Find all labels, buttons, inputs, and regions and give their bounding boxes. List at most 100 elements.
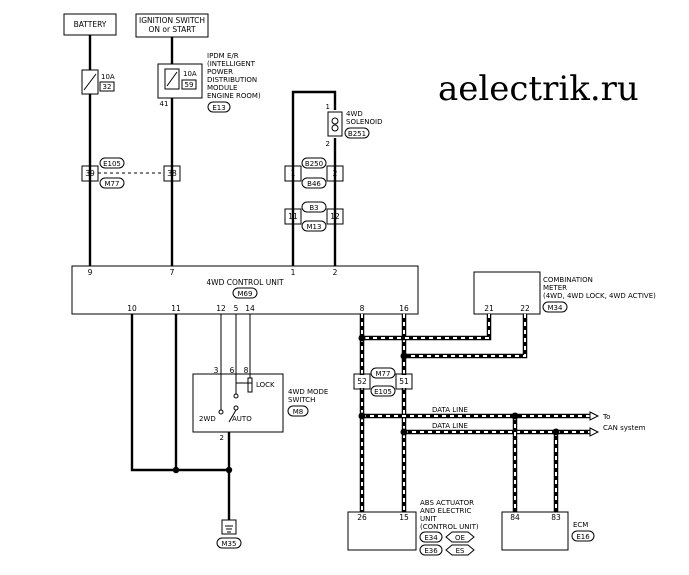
svg-text:(INTELLIGENT: (INTELLIGENT [207,60,256,68]
svg-text:E105: E105 [103,160,121,168]
connector-b3-m13: B3 11 12 M13 [284,201,344,232]
watermark: aelectrik.ru [438,69,639,109]
svg-text:MODULE: MODULE [207,84,237,92]
svg-text:3: 3 [214,366,219,375]
svg-text:11: 11 [288,212,298,221]
meter-code: M34 [548,304,563,312]
svg-text:ENGINE ROOM): ENGINE ROOM) [207,92,261,100]
ignition-switch-component: IGNITION SWITCH ON or START [135,13,209,38]
fuse-59-number: 59 [185,81,194,89]
battery-component: BATTERY [63,13,117,36]
connector-e105-m77: E105 39 38 M77 [81,157,181,189]
svg-text:10: 10 [127,304,137,313]
abs-arrow-oe: OE [455,534,465,542]
svg-text:(CONTROL UNIT): (CONTROL UNIT) [420,523,479,531]
svg-text:B46: B46 [307,180,321,188]
ignition-label-1: IGNITION SWITCH [139,16,205,25]
svg-text:1: 1 [291,268,296,277]
ipdm-pin-41: 41 [160,100,169,108]
switch-pin-2: 2 [220,434,224,442]
svg-text:39: 39 [85,169,95,178]
ecm-label: ECM [573,521,588,529]
svg-text:DISTRIBUTION: DISTRIBUTION [207,76,257,84]
ground-code: M35 [222,540,237,548]
connector-can-m77-e105: M77 52 51 E105 [353,367,413,397]
wire-solenoid-1 [291,90,337,266]
ipdm-code: E13 [212,104,225,112]
svg-text:26: 26 [357,513,367,522]
svg-text:B250: B250 [305,160,323,168]
fuse-59-rating: 10A [183,70,197,78]
can-data-lines [358,314,600,512]
svg-text:4WD: 4WD [346,110,363,118]
svg-text:ABS ACTUATOR: ABS ACTUATOR [420,499,474,507]
connector-b250-b46: B250 1 2 B46 [284,157,344,189]
solenoid-code: B251 [348,130,366,138]
svg-text:83: 83 [551,513,561,522]
svg-text:5: 5 [234,304,239,313]
svg-text:M77: M77 [105,180,120,188]
ipdm-label: IPDM E/R (INTELLIGENT POWER DISTRIBUTION… [207,52,261,113]
svg-text:(4WD, 4WD LOCK, 4WD ACTIVE): (4WD, 4WD LOCK, 4WD ACTIVE) [543,292,656,300]
switch-2wd-label: 2WD [199,415,216,423]
svg-text:12: 12 [216,304,226,313]
combination-meter: 21 22 COMBINATION METER (4WD, 4WD LOCK, … [473,271,656,315]
svg-text:9: 9 [88,268,93,277]
svg-text:8: 8 [244,366,249,375]
switch-auto-label: AUTO [232,415,252,423]
solenoid-pin-1: 1 [326,103,330,111]
svg-text:6: 6 [230,366,235,375]
svg-text:11: 11 [171,304,181,313]
svg-text:M13: M13 [307,223,322,231]
svg-text:8: 8 [360,304,365,313]
wire-cu10-ground [130,314,229,472]
fuse-32: 10A 32 [81,69,115,95]
svg-text:SOLENOID: SOLENOID [346,118,382,126]
fuse-32-rating: 10A [101,73,115,81]
ecm: 84 83 ECM E16 [501,511,595,551]
control-unit: 9 7 1 2 4WD CONTROL UNIT M69 10 11 12 5 … [71,265,419,315]
mode-switch-code: M8 [293,408,304,416]
can-system-label: CAN system [603,424,646,432]
ecm-code: E16 [576,533,590,541]
fuse-32-number: 32 [103,83,112,91]
svg-text:METER: METER [543,284,567,292]
data-line-label-1: DATA LINE [432,406,468,414]
ipdm-fuse-59: 10A 59 41 [157,63,203,108]
abs-arrow-es: ES [456,547,465,555]
svg-text:15: 15 [399,513,409,522]
svg-text:7: 7 [170,268,175,277]
data-line-label-2: DATA LINE [432,422,468,430]
control-unit-label: 4WD CONTROL UNIT [206,278,284,287]
svg-text:M77: M77 [376,370,391,378]
solenoid-pin-2: 2 [326,140,330,148]
svg-text:2: 2 [333,268,338,277]
svg-text:B3: B3 [309,204,318,212]
svg-text:14: 14 [245,304,255,313]
solenoid-component: 1 2 4WD SOLENOID B251 [326,103,383,148]
svg-text:UNIT: UNIT [420,515,437,523]
svg-text:84: 84 [510,513,520,522]
svg-text:12: 12 [330,212,340,221]
svg-text:AND ELECTRIC: AND ELECTRIC [420,507,471,515]
svg-text:COMBINATION: COMBINATION [543,276,593,284]
svg-text:IPDM E/R: IPDM E/R [207,52,239,60]
ground-m35: M35 [216,519,242,549]
svg-text:16: 16 [399,304,409,313]
abs-code-e34: E34 [424,534,438,542]
abs-code-e36: E36 [424,547,438,555]
svg-text:POWER: POWER [207,68,233,76]
control-unit-code: M69 [238,290,253,298]
can-to-label: To [602,413,610,421]
battery-label: BATTERY [74,20,107,29]
svg-text:22: 22 [520,304,530,313]
svg-text:E105: E105 [374,388,392,396]
svg-text:38: 38 [167,169,177,178]
svg-text:SWITCH: SWITCH [288,396,315,404]
abs-actuator: 26 15 ABS ACTUATOR AND ELECTRIC UNIT (CO… [347,499,479,556]
svg-text:4WD MODE: 4WD MODE [288,388,328,396]
mode-switch: 3 6 8 LOCK 2WD AUTO 2 4WD MODE SWITCH M8 [192,366,328,442]
svg-text:52: 52 [357,377,367,386]
svg-text:2: 2 [333,169,338,178]
